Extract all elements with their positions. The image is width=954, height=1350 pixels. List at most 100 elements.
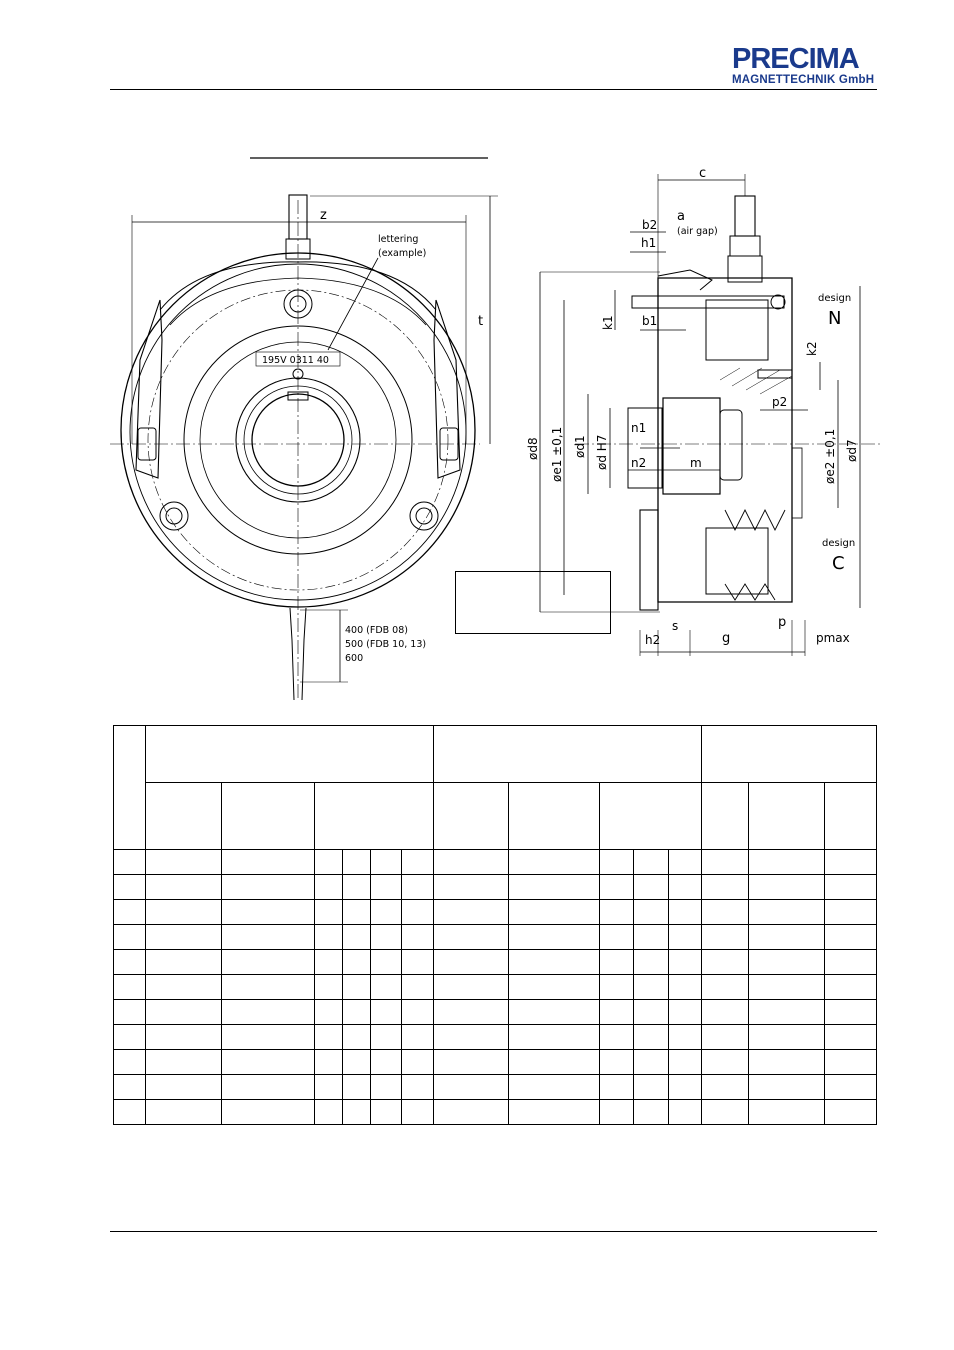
table-cell bbox=[633, 974, 669, 1000]
table-row bbox=[113, 974, 877, 1000]
table-cell bbox=[748, 899, 825, 925]
table-cell bbox=[599, 1024, 634, 1050]
table-cell bbox=[668, 1074, 702, 1100]
table-cell bbox=[633, 899, 669, 925]
table-cell bbox=[370, 999, 402, 1025]
table-cell bbox=[221, 1074, 315, 1100]
table-cell bbox=[668, 849, 702, 875]
table-cell bbox=[221, 849, 315, 875]
header-subcell bbox=[508, 782, 600, 850]
header-subcell bbox=[599, 782, 702, 850]
table-cell bbox=[633, 1099, 669, 1125]
table-cell bbox=[633, 874, 669, 900]
logo-wordmark: PRECIMA bbox=[732, 43, 860, 75]
table-cell bbox=[433, 949, 509, 975]
dim-k2-label: k2 bbox=[805, 341, 819, 356]
table-cell bbox=[401, 1099, 434, 1125]
footer-rule bbox=[110, 1231, 877, 1232]
table-cell bbox=[748, 1049, 825, 1075]
dim-p-label: p bbox=[778, 615, 786, 630]
dim-d7-label: ød7 bbox=[845, 439, 859, 462]
table-cell bbox=[633, 924, 669, 950]
table-cell bbox=[370, 874, 402, 900]
table-cell bbox=[701, 1074, 749, 1100]
table-cell bbox=[221, 874, 315, 900]
table-cell bbox=[599, 924, 634, 950]
table-cell bbox=[824, 849, 877, 875]
header-subcell bbox=[314, 782, 434, 850]
table-row bbox=[113, 849, 877, 875]
table-cell bbox=[701, 1049, 749, 1075]
table-cell bbox=[508, 849, 600, 875]
table-cell bbox=[508, 1099, 600, 1125]
table-cell bbox=[748, 874, 825, 900]
table-cell bbox=[668, 974, 702, 1000]
design-c-caption: design bbox=[822, 538, 855, 549]
table-cell bbox=[668, 874, 702, 900]
front-view bbox=[110, 194, 498, 701]
table-row bbox=[113, 1049, 877, 1075]
cable-length-other: 600 bbox=[345, 653, 363, 664]
dim-z-label: z bbox=[320, 208, 327, 223]
table-cell bbox=[748, 999, 825, 1025]
air-gap-note: (air gap) bbox=[677, 226, 718, 237]
table-cell bbox=[824, 1024, 877, 1050]
table-cell bbox=[113, 874, 146, 900]
table-cell bbox=[342, 1074, 371, 1100]
dim-a-label: a bbox=[677, 209, 685, 224]
table-cell bbox=[314, 1074, 343, 1100]
table-cell bbox=[113, 849, 146, 875]
header-cell-size bbox=[113, 725, 146, 850]
table-cell bbox=[668, 1024, 702, 1050]
table-cell bbox=[370, 1074, 402, 1100]
table-cell bbox=[314, 899, 343, 925]
table-cell bbox=[342, 999, 371, 1025]
table-cell bbox=[668, 999, 702, 1025]
table-cell bbox=[370, 1099, 402, 1125]
dim-k1-label: k1 bbox=[601, 315, 615, 330]
table-cell bbox=[401, 1049, 434, 1075]
table-cell bbox=[633, 849, 669, 875]
table-cell bbox=[633, 1074, 669, 1100]
table-header-row-1 bbox=[113, 725, 877, 850]
table-cell bbox=[824, 924, 877, 950]
table-cell bbox=[433, 849, 509, 875]
table-cell bbox=[342, 974, 371, 1000]
table-cell bbox=[145, 974, 222, 1000]
table-cell bbox=[113, 999, 146, 1025]
dim-g-label: g bbox=[722, 631, 730, 646]
table-cell bbox=[508, 1049, 600, 1075]
table-cell bbox=[314, 1099, 343, 1125]
table-cell bbox=[221, 949, 315, 975]
table-cell bbox=[748, 1099, 825, 1125]
dim-n1-label: n1 bbox=[631, 421, 646, 435]
table-cell bbox=[599, 1049, 634, 1075]
table-cell bbox=[824, 999, 877, 1025]
table-cell bbox=[342, 1049, 371, 1075]
table-cell bbox=[701, 874, 749, 900]
table-cell bbox=[508, 1074, 600, 1100]
design-n-letter: N bbox=[828, 308, 841, 329]
table-cell bbox=[113, 1024, 146, 1050]
table-cell bbox=[599, 1074, 634, 1100]
table-cell bbox=[401, 924, 434, 950]
table-cell bbox=[599, 949, 634, 975]
table-cell bbox=[701, 899, 749, 925]
table-cell bbox=[145, 1074, 222, 1100]
header-group-3 bbox=[701, 725, 877, 783]
table-cell bbox=[824, 899, 877, 925]
table-cell bbox=[221, 1049, 315, 1075]
header-subcell bbox=[433, 782, 509, 850]
dim-s-label: s bbox=[672, 619, 678, 633]
table-cell bbox=[599, 849, 634, 875]
table-cell bbox=[748, 1024, 825, 1050]
design-n-caption: design bbox=[818, 293, 851, 304]
table-cell bbox=[599, 874, 634, 900]
table-cell bbox=[701, 999, 749, 1025]
table-cell bbox=[113, 1099, 146, 1125]
table-cell bbox=[401, 849, 434, 875]
header-group-1 bbox=[145, 725, 434, 783]
table-body bbox=[113, 725, 877, 1125]
dim-d1-label: ød1 bbox=[573, 435, 587, 458]
table-cell bbox=[701, 974, 749, 1000]
